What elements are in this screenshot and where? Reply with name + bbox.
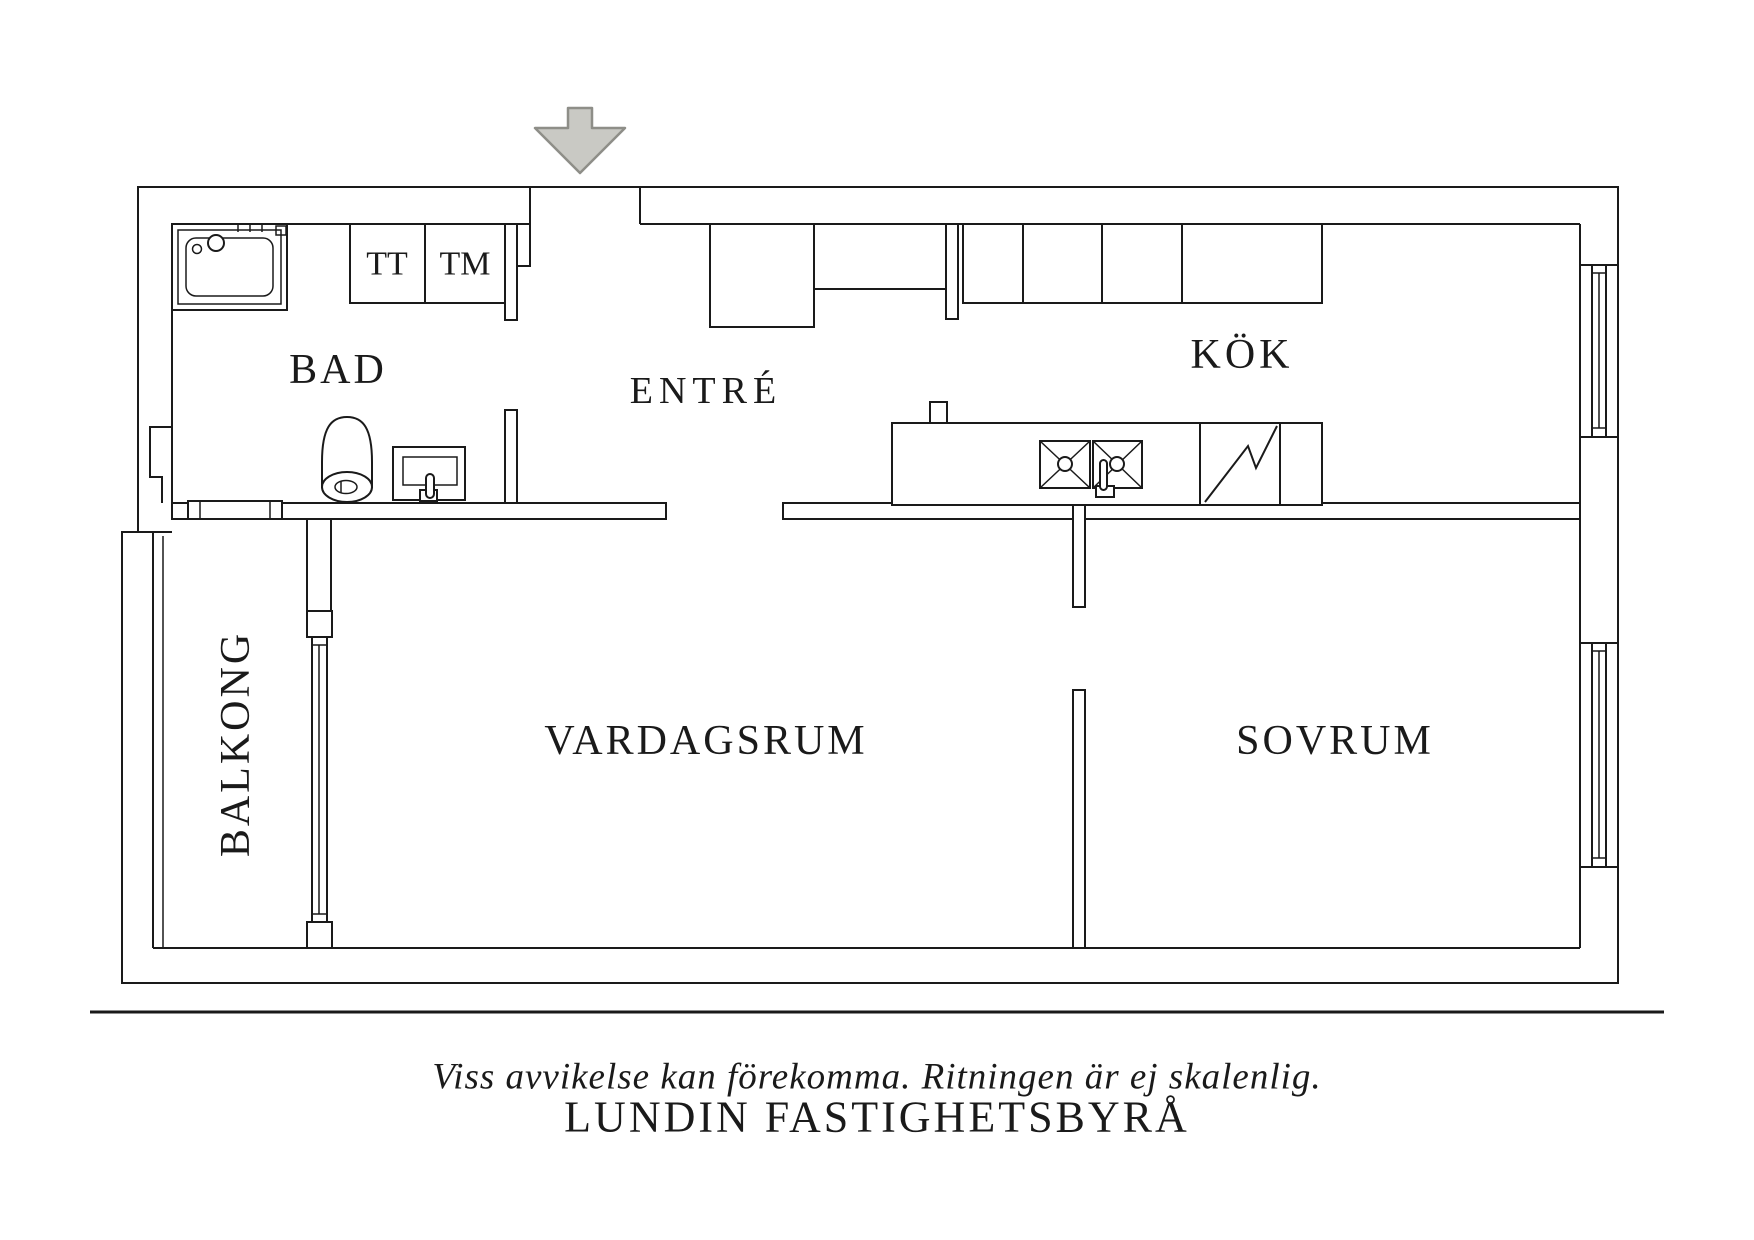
balcony-window-wall [306, 518, 333, 949]
balcony-door [187, 500, 283, 520]
stove-icon [1204, 425, 1278, 503]
shower-drain-icon [191, 243, 203, 255]
kitchen-wall-stub [945, 223, 959, 320]
laundry-closets: TT TM [349, 223, 506, 304]
kitchen-sink-icon [1039, 440, 1143, 498]
kitchen-counter [891, 401, 1323, 506]
entrance-arrow-icon [533, 106, 627, 175]
room-label-vardagsrum: VARDAGSRUM [544, 718, 867, 764]
room-label-bad: BAD [289, 347, 387, 393]
closet-tm-label: TM [440, 246, 491, 283]
shower [171, 223, 288, 311]
room-label-balkong: BALKONG [213, 631, 259, 857]
bathroom-walls [149, 223, 531, 504]
shower-knob-icon [207, 234, 225, 252]
hall-closets [709, 223, 959, 328]
room-label-sovrum: SOVRUM [1236, 718, 1434, 764]
footer: Viss avvikelse kan förekomma. Ritningen … [90, 1010, 1664, 1142]
toilet-icon [321, 415, 373, 503]
disclaimer-text: Viss avvikelse kan förekomma. Ritningen … [432, 1057, 1321, 1098]
bathroom-sink-icon [392, 446, 466, 502]
divider-wall [1072, 502, 1086, 949]
window-lower [1579, 642, 1619, 868]
kitchen-cabinets [962, 223, 1323, 304]
room-label-entre: ENTRÉ [630, 370, 782, 412]
mid-wall [171, 500, 1581, 520]
closet-tm [424, 223, 506, 304]
window-upper [1579, 264, 1619, 438]
closet-tt-label: TT [366, 246, 408, 283]
wall-niche [149, 426, 172, 503]
outer-walls [121, 186, 1619, 984]
brand-text: LUNDIN FASTIGHETSBYRÅ [564, 1093, 1190, 1142]
room-label-kok: KÖK [1191, 332, 1294, 378]
